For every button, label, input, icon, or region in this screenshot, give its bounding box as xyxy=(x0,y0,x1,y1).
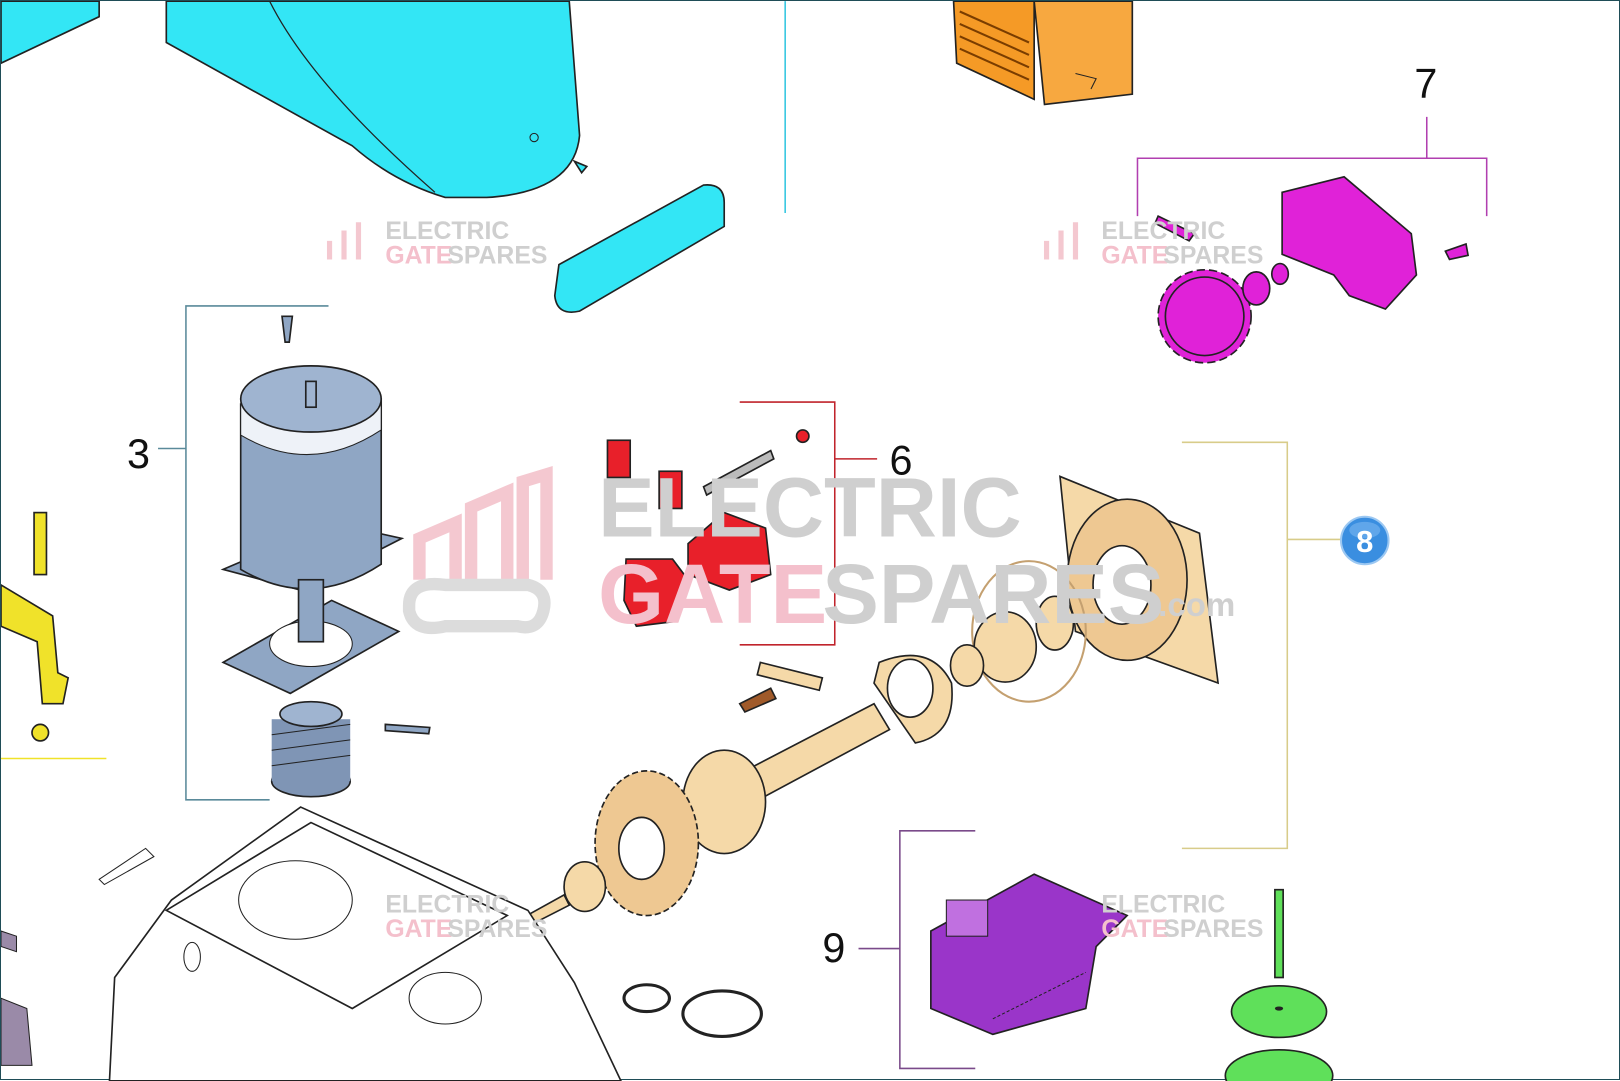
watermark-line1: ELECTRIC xyxy=(1101,218,1225,245)
brush-holder-part[interactable] xyxy=(606,429,810,628)
callout-9-label: 9 xyxy=(822,925,845,971)
watermark-line2a: GATE xyxy=(385,916,452,943)
watermark-line1: ELECTRIC xyxy=(598,459,1022,554)
callout-3: 3 xyxy=(127,305,329,801)
callout-9: 9 xyxy=(822,830,976,1070)
callout-8-label: 8 xyxy=(1356,524,1373,559)
watermark-large: ELECTRIC GATE SPARES .com xyxy=(402,459,1235,641)
watermark-small-2: ELECTRIC GATE SPARES xyxy=(1043,218,1263,270)
watermark-small-3: ELECTRIC GATE SPARES ELECTRIC GATE SPARE… xyxy=(385,891,1263,943)
watermark-line2b: SPARES xyxy=(1163,243,1263,270)
callout-6-label: 6 xyxy=(890,437,913,483)
callout-8[interactable]: 8 xyxy=(1181,441,1390,850)
callout-7: 7 xyxy=(1136,60,1488,217)
callout-3-label: 3 xyxy=(127,431,150,477)
watermark-line1: ELECTRIC xyxy=(1101,891,1225,918)
watermark-line2b: SPARES xyxy=(1163,916,1263,943)
watermark-line2a: GATE xyxy=(1101,243,1168,270)
watermark-line1: ELECTRIC xyxy=(385,891,509,918)
green-bolt-part[interactable] xyxy=(1224,888,1334,1081)
vent-grille-part[interactable] xyxy=(952,1,1134,106)
pinion-assembly-part[interactable] xyxy=(1153,175,1470,364)
drive-gear-part[interactable] xyxy=(516,749,767,931)
watermark-line2b: SPARES xyxy=(447,916,547,943)
motor-part[interactable] xyxy=(220,315,405,695)
base-housing-part[interactable] xyxy=(1,806,763,1081)
watermark-line2a: GATE xyxy=(385,243,452,270)
watermark-line2a: GATE xyxy=(598,546,827,641)
watermark-small-1: ELECTRIC GATE SPARES xyxy=(326,218,547,270)
worm-gear-part[interactable] xyxy=(270,700,431,798)
watermark-suffix: .com xyxy=(1158,587,1235,624)
callout-7-label: 7 xyxy=(1414,60,1437,106)
top-cover-part[interactable] xyxy=(1,1,589,199)
watermark-line2b: SPARES xyxy=(822,546,1164,641)
watermark-line2a: GATE xyxy=(1101,916,1168,943)
control-board-part[interactable] xyxy=(930,873,1129,1036)
release-lever-part[interactable] xyxy=(1,511,70,742)
callout-6: 6 xyxy=(739,401,913,646)
cover-end-cap-part[interactable] xyxy=(553,184,726,313)
gearbox-flange-part[interactable] xyxy=(738,475,1220,800)
watermark-line1: ELECTRIC xyxy=(385,218,509,245)
watermark-line2b: SPARES xyxy=(447,243,547,270)
